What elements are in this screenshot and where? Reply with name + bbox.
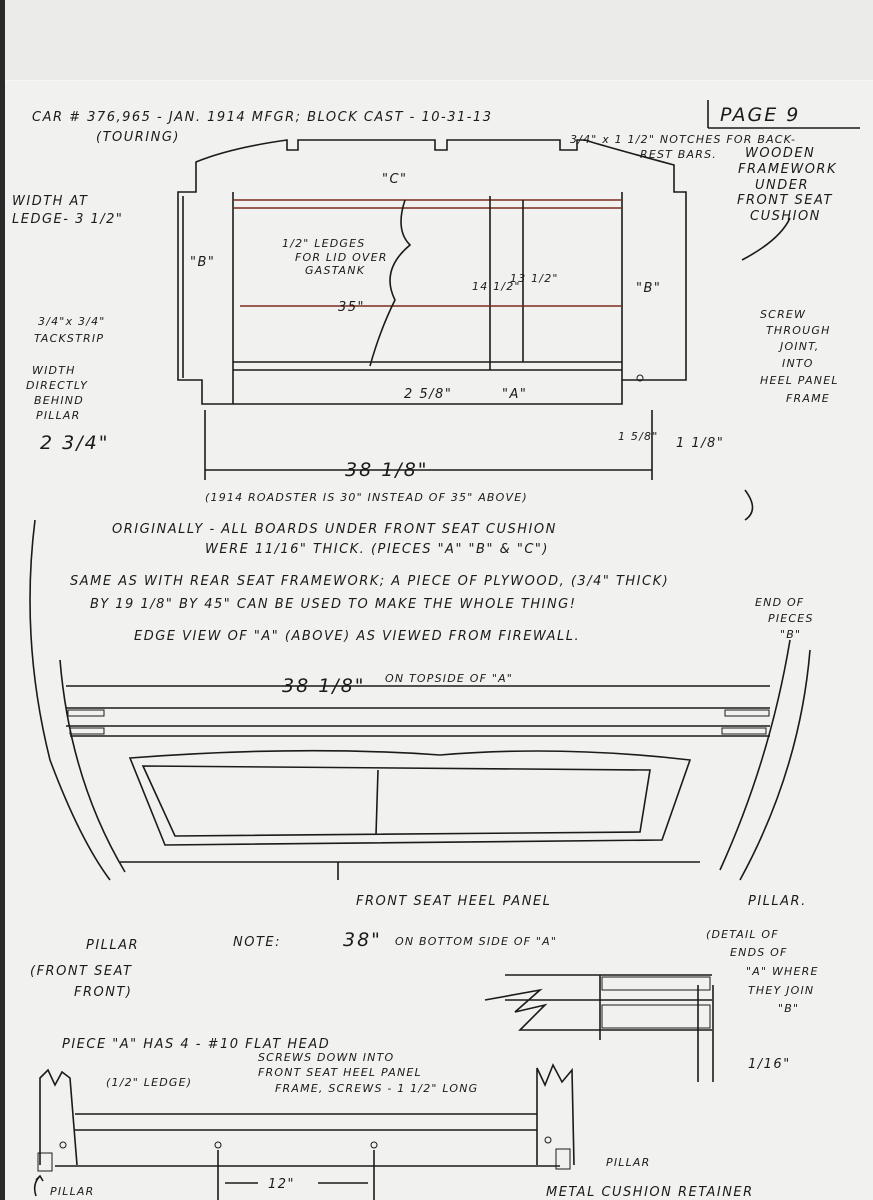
page-number: PAGE 9: [720, 104, 800, 126]
piece-a-note: PIECE "A" HAS 4 - #10 FLAT HEAD: [62, 1037, 330, 1052]
ledges-1: 1/2" LEDGES: [282, 237, 365, 250]
ledge-label: (1/2" LEDGE): [106, 1076, 192, 1089]
edge-view-drawing: [29, 519, 811, 881]
svg-text:CUSHION: CUSHION: [750, 209, 821, 224]
edge-view-note: EDGE VIEW OF "A" (ABOVE) AS VIEWED FROM …: [134, 629, 580, 644]
svg-text:ENDS OF: ENDS OF: [730, 946, 788, 959]
scanner-margin: [0, 0, 873, 81]
svg-text:FRAMEWORK: FRAMEWORK: [738, 162, 837, 177]
width-pillar-4: PILLAR: [36, 409, 81, 422]
svg-text:WOODEN: WOODEN: [745, 146, 815, 161]
edge-dim-note: ON TOPSIDE OF "A": [385, 672, 513, 685]
detail-drawing: [484, 974, 714, 1082]
svg-text:HEEL PANEL: HEEL PANEL: [760, 374, 839, 387]
dim-2-5-8: 2 5/8": [404, 387, 452, 402]
notches-note-2: REST BARS.: [640, 148, 717, 161]
pillar-bottom-right: PILLAR: [606, 1156, 651, 1169]
width-ledge-2: LEDGE- 3 1/2": [12, 212, 123, 227]
top-framework-drawing: [177, 139, 791, 521]
notches-note: 3/4" x 1 1/2" NOTCHES FOR BACK-: [570, 133, 796, 146]
originally-note-2: WERE 11/16" THICK. (PIECES "A" "B" & "C"…: [205, 542, 549, 557]
svg-text:FRAME: FRAME: [786, 392, 830, 405]
header-subtitle: (TOURING): [96, 130, 180, 145]
plywood-note-1: SAME AS WITH REAR SEAT FRAMEWORK; A PIEC…: [70, 574, 669, 589]
ledges-2: FOR LID OVER: [295, 251, 388, 264]
svg-text:THEY JOIN: THEY JOIN: [748, 984, 814, 997]
svg-text:INTO: INTO: [782, 357, 814, 370]
svg-text:JOINT,: JOINT,: [778, 340, 820, 353]
width-pillar-2: DIRECTLY: [26, 379, 88, 392]
pillar-left-3: FRONT): [74, 985, 132, 1000]
label-a: "A": [502, 387, 527, 402]
screws-note-1: SCREWS DOWN INTO: [258, 1051, 394, 1064]
framework-title: WOODEN FRAMEWORK UNDER FRONT SEAT CUSHIO…: [737, 146, 837, 224]
screw-note: SCREW THROUGH JOINT, INTO HEEL PANEL FRA…: [760, 308, 839, 405]
retainer-label: METAL CUSHION RETAINER: [546, 1185, 754, 1200]
end-of-pieces-2: PIECES: [768, 612, 814, 625]
dim-13-5: 13 1/2": [510, 272, 559, 285]
width-ledge-1: WIDTH AT: [12, 194, 88, 209]
pillar-bottom-left: PILLAR: [50, 1185, 95, 1198]
svg-text:(DETAIL OF: (DETAIL OF: [706, 928, 779, 941]
dim-12: 12": [268, 1177, 295, 1192]
bottom-drawing: [33, 1063, 575, 1200]
detail-dim-1-16: 1/16": [748, 1057, 791, 1072]
heel-panel-label: FRONT SEAT HEEL PANEL: [356, 894, 551, 909]
tackstrip-1: 3/4"x 3/4": [38, 315, 106, 328]
ledges-3: GASTANK: [305, 264, 365, 277]
pillar-right-label: PILLAR.: [748, 894, 807, 909]
svg-text:SCREW: SCREW: [760, 308, 806, 321]
page-edge: [0, 0, 5, 1200]
width-pillar-value: 2 3/4": [40, 432, 109, 454]
dim-1-5-8: 1 5/8": [618, 430, 658, 443]
originally-note-1: ORIGINALLY - ALL BOARDS UNDER FRONT SEAT…: [112, 522, 557, 537]
note-label: NOTE:: [233, 935, 281, 950]
svg-text:"A" WHERE: "A" WHERE: [746, 965, 819, 978]
pillar-left-2: (FRONT SEAT: [30, 964, 132, 979]
dim-38-1-8: 38 1/8": [345, 459, 429, 481]
plywood-note-2: BY 19 1/8" BY 45" CAN BE USED TO MAKE TH…: [90, 597, 576, 612]
edge-dim-38-1-8: 38 1/8": [282, 675, 366, 697]
note-text: ON BOTTOM SIDE OF "A": [395, 935, 557, 948]
dim-35: 35": [338, 300, 365, 315]
screws-note-3: FRAME, SCREWS - 1 1/2" LONG: [275, 1082, 478, 1095]
tackstrip-2: TACKSTRIP: [34, 332, 104, 345]
width-pillar-1: WIDTH: [32, 364, 76, 377]
svg-text:UNDER: UNDER: [755, 178, 809, 193]
end-of-pieces-3: "B": [780, 628, 801, 641]
label-b-left: "B": [190, 255, 215, 270]
label-b-right: "B": [636, 281, 661, 296]
pillar-left-1: PILLAR: [86, 938, 139, 953]
detail-note: (DETAIL OF ENDS OF "A" WHERE THEY JOIN "…: [706, 928, 819, 1015]
dim-14-5: 14 1/2": [472, 280, 521, 293]
dim-1-1-8: 1 1/8": [676, 436, 724, 451]
svg-text:FRONT SEAT: FRONT SEAT: [737, 193, 833, 208]
screws-note-2: FRONT SEAT HEEL PANEL: [258, 1066, 422, 1079]
svg-text:THROUGH: THROUGH: [766, 324, 831, 337]
header-title: CAR # 376,965 - JAN. 1914 MFGR; BLOCK CA…: [32, 110, 492, 125]
label-c: "C": [382, 172, 408, 187]
end-of-pieces-1: END OF: [755, 596, 804, 609]
pillar-left-arrow: [33, 1174, 44, 1197]
roadster-note: (1914 ROADSTER IS 30" INSTEAD OF 35" ABO…: [205, 491, 528, 504]
width-pillar-3: BEHIND: [34, 394, 84, 407]
note-value: 38": [343, 929, 382, 951]
svg-text:"B": "B": [778, 1002, 799, 1015]
